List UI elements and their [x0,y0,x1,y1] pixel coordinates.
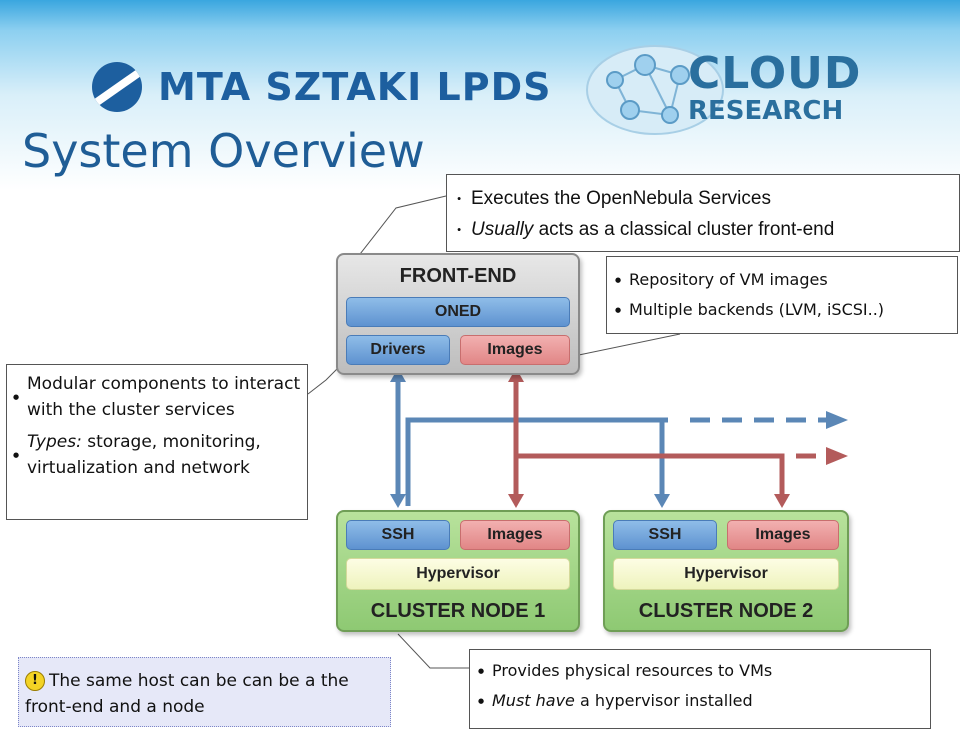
repository-callout-item: Multiple backends (LVM, iSCSI..) [615,295,949,325]
sztaki-logo: MTA SZTAKI LPDS [92,60,552,114]
node2-hypervisor-block: Hypervisor [613,558,839,590]
node2-images-block: Images [727,520,839,550]
blue-arrowhead-frontend [390,368,406,382]
red-arrowhead-node2 [774,494,790,508]
cloud-network-icon [586,45,724,135]
blue-arrowhead-node2 [654,494,670,508]
blue-connectors [395,380,668,506]
drivers-callout: Modular components to interact with the … [6,364,308,520]
warning-icon: ! [25,671,45,691]
blue-arrowhead-node1 [390,494,406,508]
cluster-node-2: SSH Images Hypervisor CLUSTER NODE 2 [603,510,849,632]
physical-callout-leader [397,633,469,669]
node1-images-block: Images [460,520,570,550]
sztaki-logo-icon [92,62,142,112]
blue-bus-arrowhead [826,411,848,429]
node1-hypervisor-block: Hypervisor [346,558,570,590]
frontend-title: FRONT-END [399,265,517,287]
node2-ssh-block: SSH [613,520,717,550]
frontend-node: FRONT-END ONED Drivers Images [336,253,580,375]
research-logo-text: RESEARCH [688,96,844,126]
drivers-block: Drivers [346,335,450,365]
red-connectors [513,380,785,496]
red-arrowhead-frontend [508,368,524,382]
red-arrowhead-node1 [508,494,524,508]
sztaki-logo-text: MTA SZTAKI LPDS [158,65,552,109]
header-band [0,0,960,190]
node-callout-item: Provides physical resources to VMs [478,656,922,686]
node1-ssh-block: SSH [346,520,450,550]
frontend-callout-item: Executes the OpenNebula Services [457,183,949,214]
cluster-node-1: SSH Images Hypervisor CLUSTER NODE 1 [336,510,580,632]
node2-title: CLUSTER NODE 2 [638,600,814,622]
cloud-logo-text: CLOUD [688,48,862,99]
frontend-callout-item: Usually acts as a classical cluster fron… [457,214,949,245]
note-text: The same host can be can be a the front-… [25,671,349,717]
red-bus-arrowhead [826,447,848,465]
repository-callout-item: Repository of VM images [615,265,949,295]
node-callout-item: Must have a hypervisor installed [478,686,922,716]
page-title: System Overview [22,124,425,178]
oned-block: ONED [346,297,570,327]
drivers-callout-item: Types: storage, monitoring, virtualizati… [13,429,301,481]
drivers-callout-item: Modular components to interact with the … [13,371,301,423]
repository-callout: Repository of VM images Multiple backend… [606,256,958,334]
node-callout: Provides physical resources to VMs Must … [469,649,931,729]
note-box: !The same host can be can be a the front… [18,657,391,727]
frontend-callout-leader [345,195,447,273]
frontend-images-block: Images [460,335,570,365]
node1-title: CLUSTER NODE 1 [370,600,546,622]
frontend-callout: Executes the OpenNebula Services Usually… [446,174,960,252]
